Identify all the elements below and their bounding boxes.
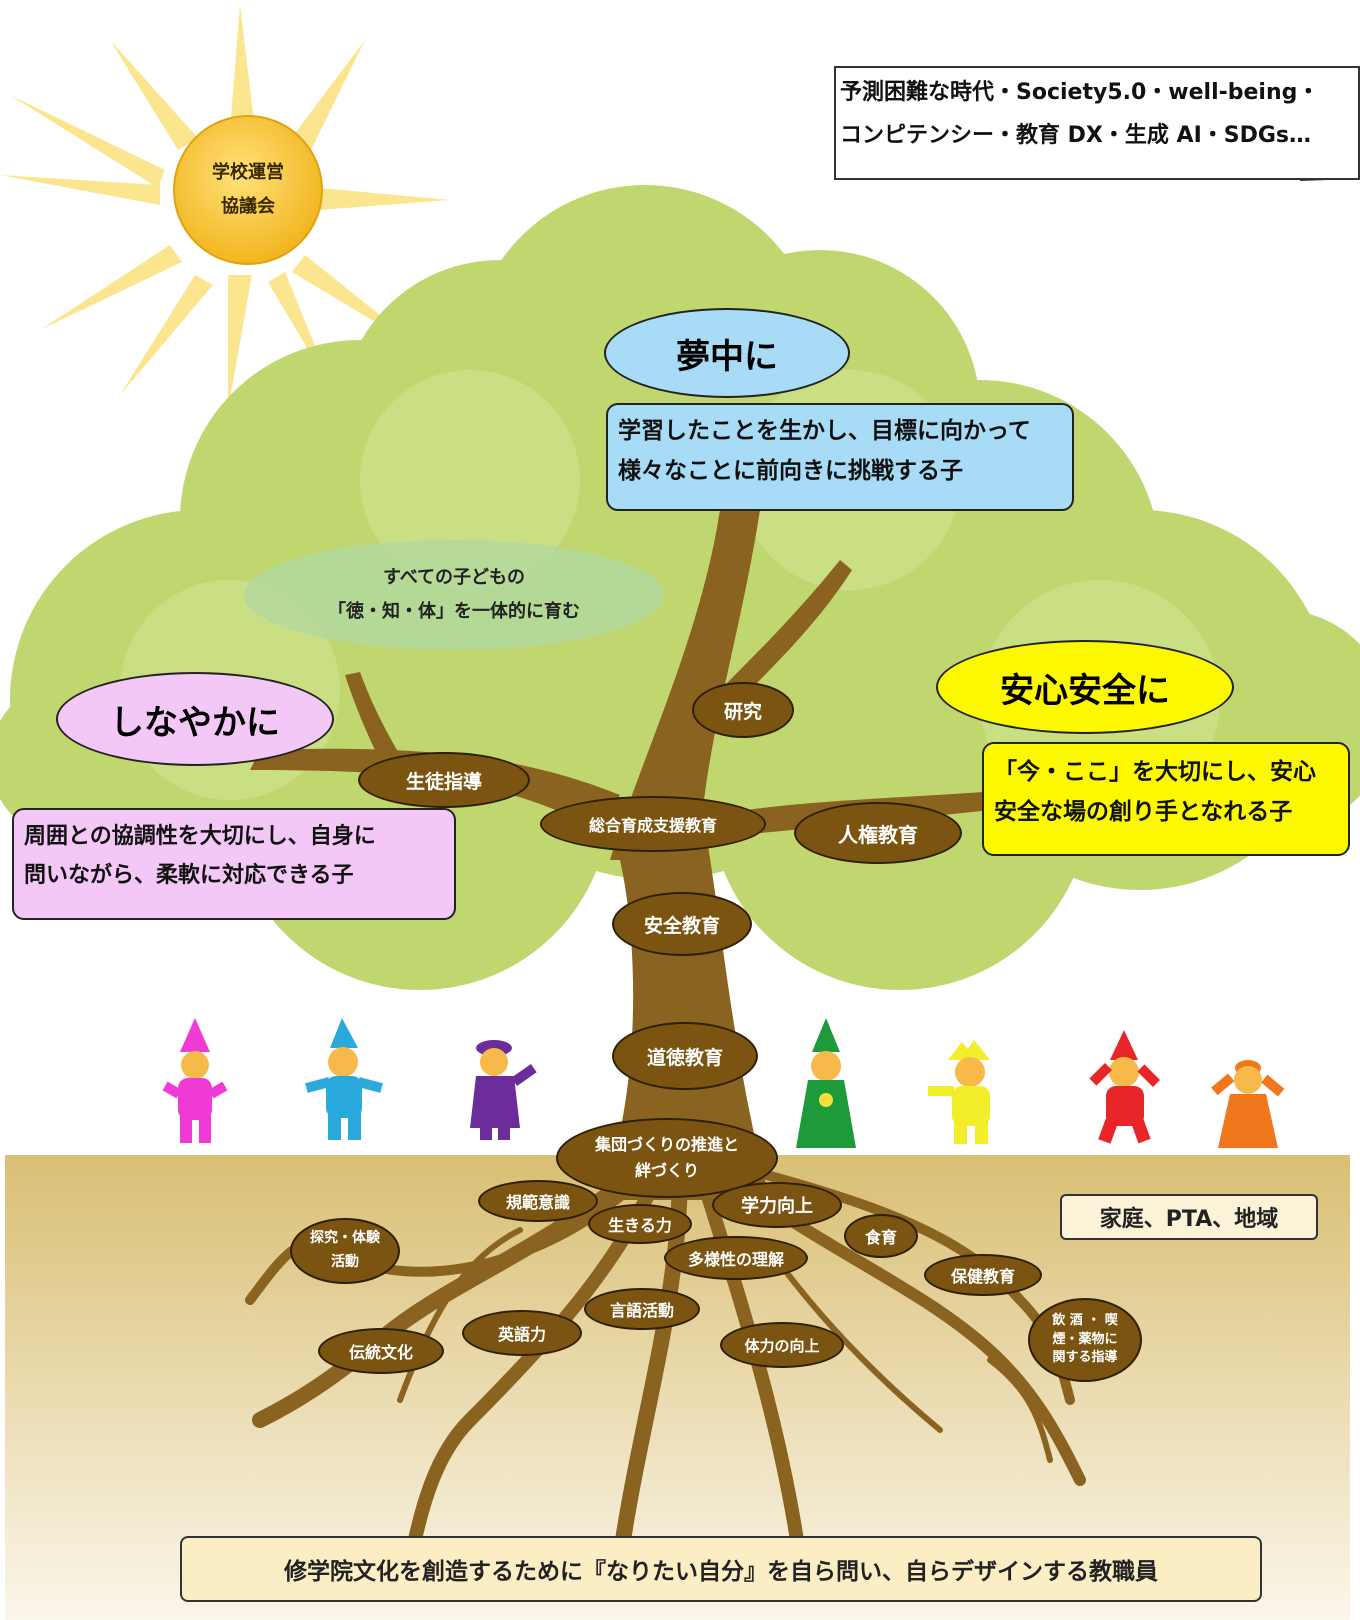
root-shokuiku: 食育 (844, 1214, 918, 1258)
community-label: 家庭、PTA、地域 (1060, 1194, 1318, 1240)
trend-callout-line2: コンピテンシー・教育 DX・生成 AI・SDGs… (840, 122, 1312, 148)
child-cyan (305, 1018, 383, 1140)
child-purple (470, 1040, 537, 1140)
root-hoken: 保健教育 (924, 1254, 1042, 1296)
goal-shinayaka-title: しなやかに (56, 672, 334, 766)
sun (173, 115, 323, 265)
sun-label: 学校運営 協議会 (178, 140, 318, 240)
branch-sogo-ikusei: 総合育成支援教育 (540, 796, 766, 852)
branch-seito-shido: 生徒指導 (358, 752, 530, 808)
trend-callout-line1: 予測困難な時代・Society5.0・well-being・ (840, 80, 1320, 105)
child-red (1089, 1030, 1161, 1144)
child-yellow (928, 1040, 990, 1144)
goal-muchu-title: 夢中に (604, 308, 850, 398)
goal-muchu-desc-line1: 学習したことを生かし、目標に向かって (618, 418, 1031, 444)
branch-anzen: 安全教育 (612, 892, 752, 956)
sun-rays (0, 5, 450, 410)
goal-muchu-desc-line2: 様々なことに前向きに挑戦する子 (618, 458, 963, 485)
root-kihan: 規範意識 (478, 1180, 598, 1222)
root-gakuryoku: 学力向上 (712, 1182, 842, 1228)
root-gengo: 言語活動 (584, 1288, 700, 1330)
children-figures (162, 1018, 1285, 1148)
root-tankyu: 探究・体験 活動 (290, 1218, 400, 1284)
root-dento: 伝統文化 (318, 1328, 444, 1374)
root-eigo: 英語力 (462, 1310, 582, 1356)
center-ellipse: すべての子どもの 「徳・知・体」を一体的に育む (244, 540, 664, 650)
goal-anshin-title-text: 安心安全に (1000, 670, 1170, 711)
branch-kenkyu: 研究 (692, 682, 794, 738)
goal-shinayaka-desc: 周囲との協調性を大切にし、自身に 問いながら、柔軟に対応できる子 (12, 808, 456, 920)
branch-jinken: 人権教育 (794, 802, 962, 864)
bottom-banner: 修学院文化を創造するために『なりたい自分』を自ら問い、自らデザインする教職員 (180, 1536, 1262, 1602)
root-ikiru: 生きる力 (588, 1204, 692, 1244)
goal-shinayaka-title-text: しなやかに (110, 702, 280, 743)
branch-dotoku: 道徳教育 (612, 1022, 758, 1090)
center-ellipse-line1: すべての子どもの (382, 566, 526, 588)
center-ellipse-line2: 「徳・知・体」を一体的に育む (328, 601, 580, 622)
goal-shinayaka-desc-line2: 問いながら、柔軟に対応できる子 (24, 862, 354, 888)
goal-muchu-desc: 学習したことを生かし、目標に向かって 様々なことに前向きに挑戦する子 (606, 403, 1074, 511)
child-green (796, 1018, 856, 1148)
goal-shinayaka-desc-line1: 周囲との協調性を大切にし、自身に (24, 824, 376, 849)
goal-muchu-title-text: 夢中に (676, 336, 778, 377)
sun-label-line1: 学校運営 (212, 161, 284, 183)
child-orange (1211, 1060, 1285, 1148)
sun-label-line2: 協議会 (221, 196, 275, 217)
root-tairyoku: 体力の向上 (720, 1322, 844, 1368)
goal-anshin-desc-line1: 「今・ここ」を大切にし、安心 (994, 759, 1316, 785)
goal-anshin-desc-line2: 安全な場の創り手となれる子 (994, 799, 1293, 826)
child-magenta (162, 1018, 228, 1143)
trend-callout: 予測困難な時代・Society5.0・well-being・ コンピテンシー・教… (834, 66, 1360, 180)
goal-anshin-desc: 「今・ここ」を大切にし、安心 安全な場の創り手となれる子 (982, 742, 1350, 856)
goal-anshin-title: 安心安全に (936, 640, 1234, 734)
root-inshu: 飲 酒 ・ 喫 煙・薬物に 関する指導 (1028, 1298, 1142, 1382)
root-tayosei: 多様性の理解 (664, 1236, 808, 1280)
